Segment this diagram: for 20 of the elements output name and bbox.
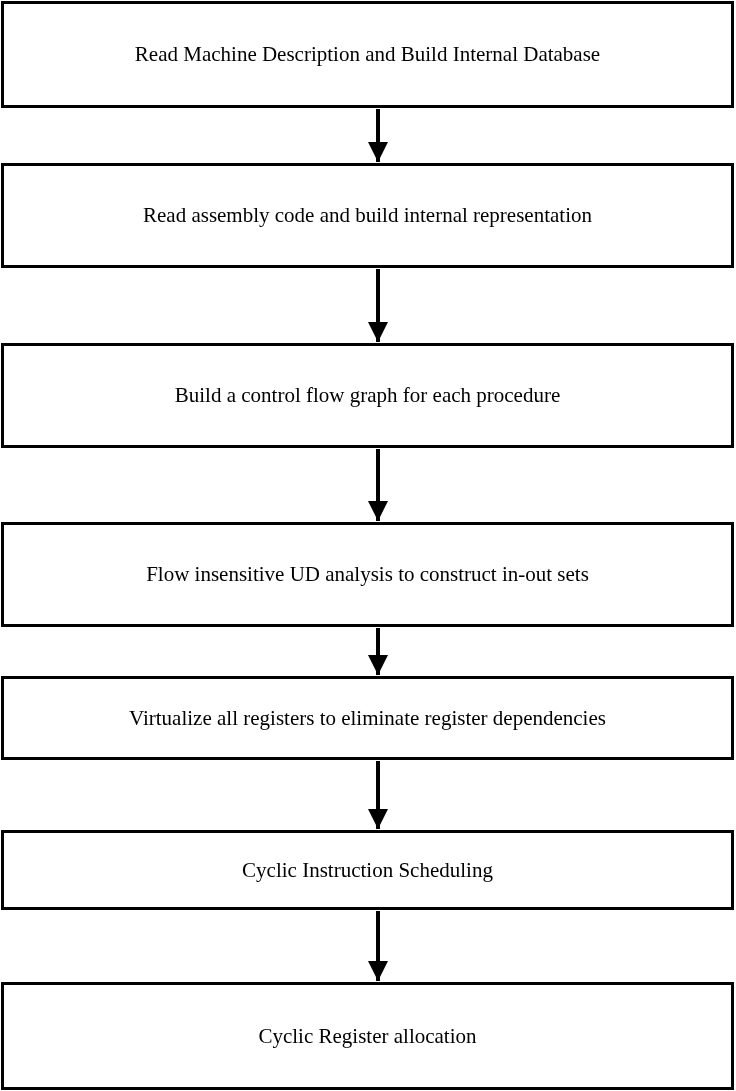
process-box xyxy=(1,830,734,910)
process-box xyxy=(1,982,734,1090)
step-text: Read assembly code and build internal representation xyxy=(143,202,592,229)
step-text: Cyclic Register allocation xyxy=(258,1022,477,1050)
process-box xyxy=(1,676,734,760)
arrow xyxy=(368,449,388,521)
process-box xyxy=(1,163,734,268)
step-text: Read Machine Description and Build Internal Database xyxy=(134,41,601,68)
step-text: Virtualize all registers to eliminate register dependencies xyxy=(129,704,606,732)
process-box xyxy=(1,343,734,448)
arrow xyxy=(368,269,388,342)
process-box xyxy=(1,1,734,108)
step-text: Cyclic Instruction Scheduling xyxy=(242,856,493,884)
process-box xyxy=(1,522,734,627)
arrow xyxy=(368,109,388,162)
step-text: Flow insensitive UD analysis to construct in-out sets xyxy=(146,561,589,588)
arrow xyxy=(368,911,388,981)
arrow xyxy=(368,628,388,675)
arrow xyxy=(368,761,388,829)
step-text: Build a control flow graph for each procedure xyxy=(174,382,561,409)
